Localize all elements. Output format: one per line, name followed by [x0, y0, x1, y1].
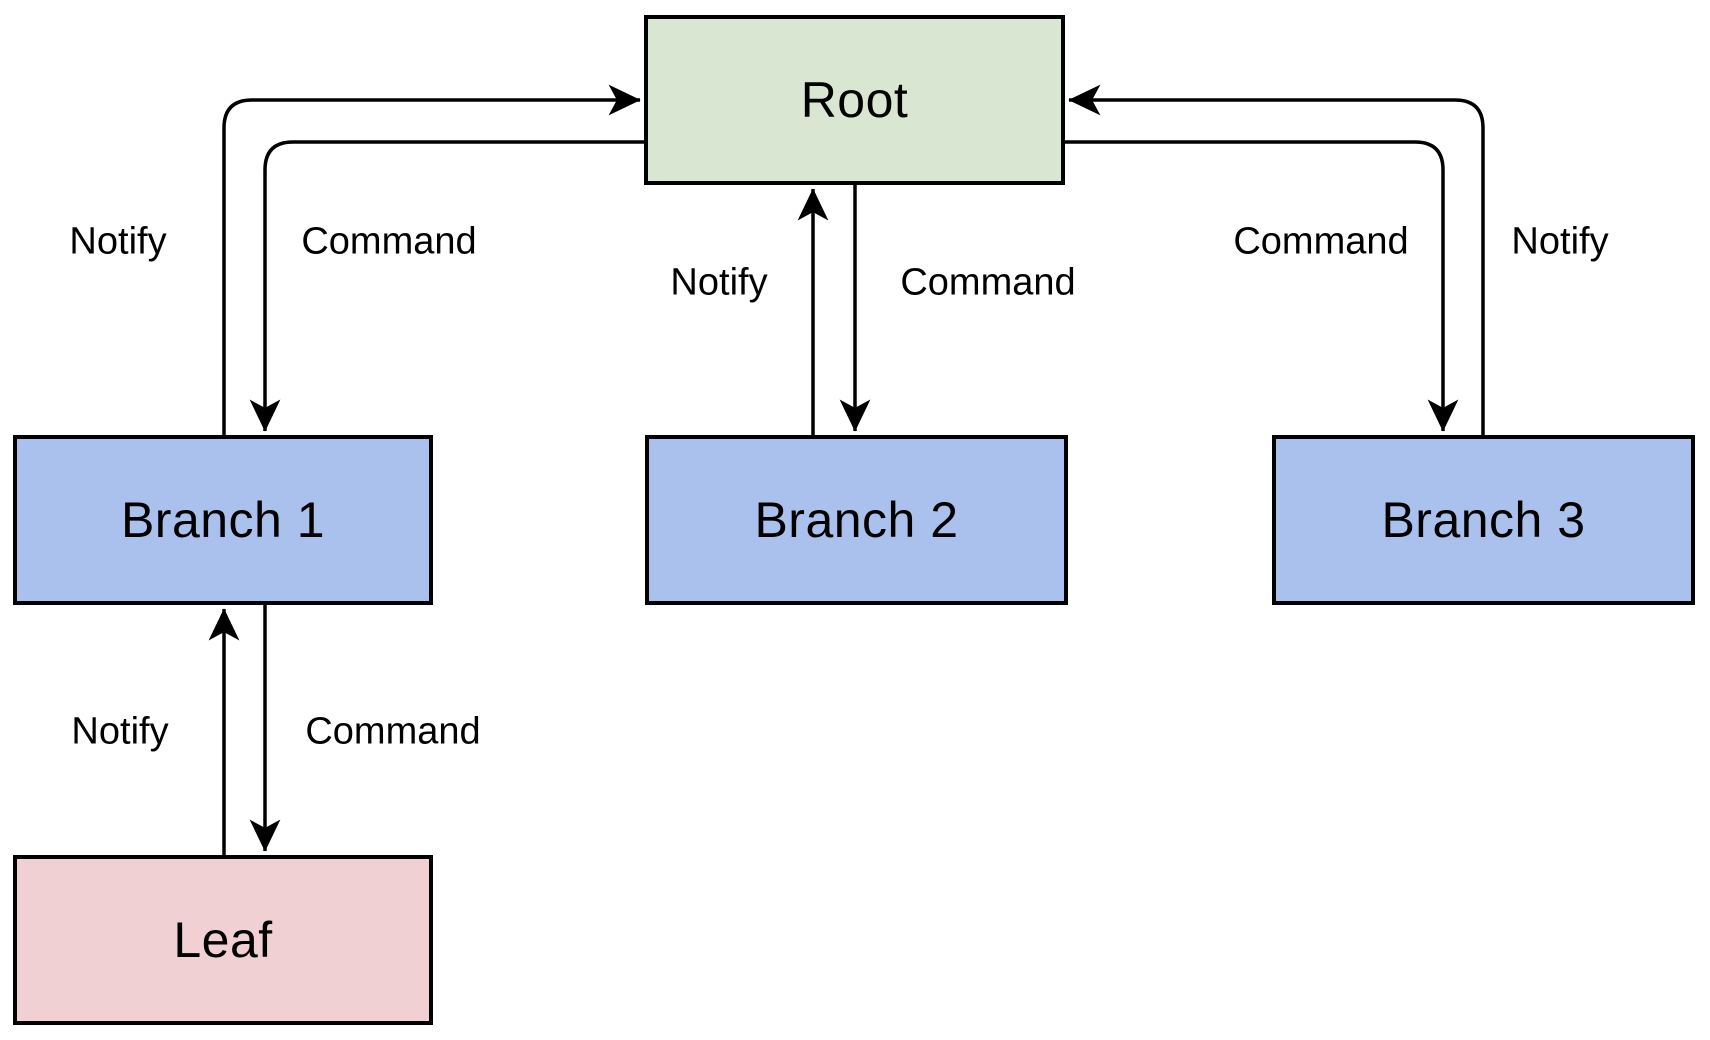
node-branch2-label: Branch 2: [754, 492, 959, 548]
node-branch3-label: Branch 3: [1381, 492, 1586, 548]
node-branch2: Branch 2: [645, 435, 1068, 605]
node-branch3: Branch 3: [1272, 435, 1695, 605]
arrow-branch1-to-root-notify: [222, 84, 641, 435]
edge-label-branch1-notify: Notify: [69, 220, 167, 263]
arrow-root-to-branch1-command: [249, 140, 644, 432]
node-leaf: Leaf: [13, 855, 433, 1025]
edge-label-branch3-notify: Notify: [1511, 220, 1609, 263]
arrow-branch3-to-root-notify: [1068, 84, 1485, 435]
arrow-root-to-branch3-command: [1065, 140, 1459, 432]
node-root: Root: [644, 15, 1065, 185]
edge-label-leaf-command: Command: [305, 710, 481, 753]
edge-label-branch2-notify: Notify: [670, 261, 768, 304]
edge-label-branch1-command: Command: [301, 220, 477, 263]
node-root-label: Root: [800, 72, 909, 128]
node-leaf-label: Leaf: [173, 912, 273, 968]
node-branch1-label: Branch 1: [120, 492, 326, 548]
edge-label-branch2-command: Command: [900, 261, 1076, 304]
edge-label-leaf-notify: Notify: [71, 710, 169, 753]
edge-label-branch3-command: Command: [1233, 220, 1409, 263]
node-branch1: Branch 1: [13, 435, 433, 605]
